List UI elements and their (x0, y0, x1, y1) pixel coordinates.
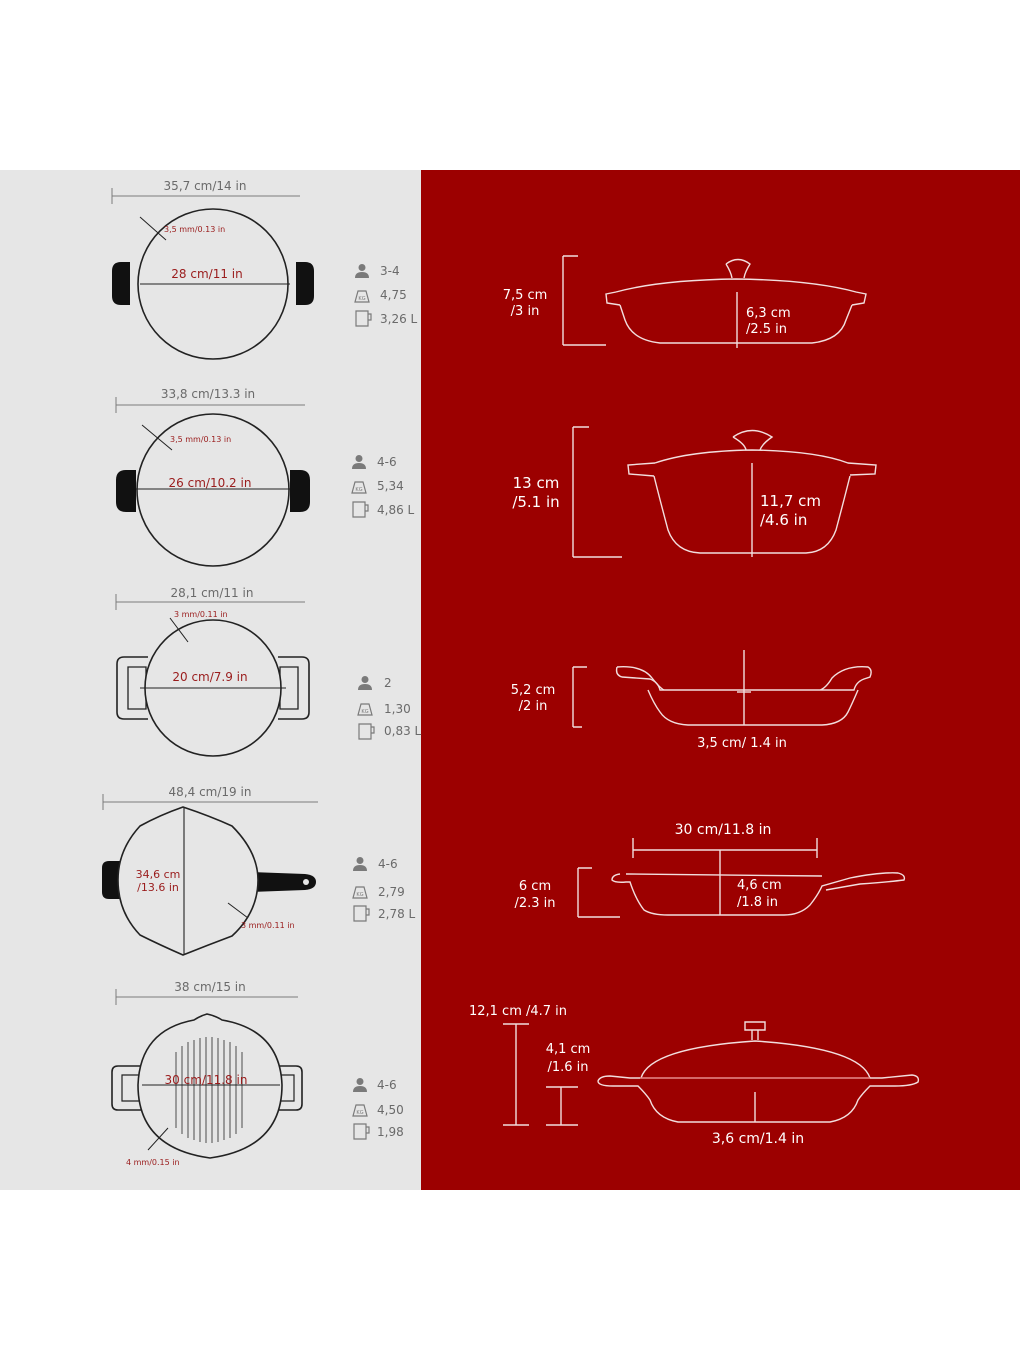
p3-width-label: 28,1 cm/11 in (171, 586, 254, 600)
svg-text:KG: KG (358, 296, 365, 302)
p3-volume: 0,83 L (384, 724, 422, 738)
p1-servings: 3-4 (380, 264, 400, 278)
p2-volume: 4,86 L (377, 503, 415, 517)
p4-diameter-in: /13.6 in (137, 881, 179, 894)
person-icon (353, 857, 367, 871)
kg-weight-icon: KG (352, 886, 368, 899)
p1-inner-height-in: /2.5 in (746, 322, 787, 337)
product-1-top-view: 35,7 cm/14 in 3,5 mm/0.13 in 28 cm/11 in (111, 179, 314, 360)
p1-weight: 4,75 (380, 288, 407, 302)
measuring-cup-icon (353, 1123, 370, 1140)
p4-inner-height-cm: 4,6 cm (737, 878, 782, 893)
p1-inner-height-cm: 6,3 cm (746, 306, 791, 321)
p1-total-height-in: /3 in (511, 304, 540, 319)
product-2-top-view: 33,8 cm/13.3 in 3,5 mm/0.13 in 26 cm/10.… (115, 387, 310, 567)
p5-diameter-label: 30 cm/11.8 in (165, 1073, 248, 1087)
product-2-side-view: 13 cm /5.1 in 11,7 cm /4.6 in (512, 426, 877, 558)
p4-weight: 2,79 (378, 885, 405, 899)
p4-total-height-cm: 6 cm (519, 879, 551, 894)
p5-total-height-label: 12,1 cm /4.7 in (469, 1004, 567, 1019)
p2-thickness-label: 3,5 mm/0.13 in (170, 435, 231, 444)
p3-weight: 1,30 (384, 702, 411, 716)
p4-total-height-in: /2.3 in (514, 896, 555, 911)
p4-width-label: 48,4 cm/19 in (169, 785, 252, 799)
p1-volume: 3,26 L (380, 312, 418, 326)
measuring-cup-icon (353, 905, 370, 922)
product-3-top-view: 28,1 cm/11 in 3 mm/0.11 in 20 cm/7.9 in (115, 586, 310, 757)
p3-total-height-cm: 5,2 cm (511, 683, 556, 698)
product-4-top-view: 48,4 cm/19 in 3 mm/0.11 in 34,6 cm /13.6… (102, 785, 318, 956)
kg-weight-icon: KG (351, 481, 367, 494)
p5-width-label: 38 cm/15 in (174, 980, 245, 994)
p4-diameter-cm: 34,6 cm (136, 868, 181, 881)
p4-thickness-label: 3 mm/0.11 in (241, 921, 295, 930)
person-icon (352, 455, 366, 469)
person-icon (355, 264, 369, 278)
product-4-specs: 4-6 KG 2,79 2,78 L (352, 857, 416, 922)
measuring-cup-icon (358, 723, 375, 740)
p2-inner-height-in: /4.6 in (760, 511, 807, 529)
product-1-specs: 3-4 KG 4,75 3,26 L (354, 264, 418, 327)
p3-diameter-label: 20 cm/7.9 in (172, 670, 247, 684)
product-1-side-view: 7,5 cm /3 in 6,3 cm /2.5 in (503, 255, 867, 348)
p5-thickness-label: 4 mm/0.15 in (126, 1158, 180, 1167)
product-2-specs: 4-6 KG 5,34 4,86 L (351, 455, 415, 518)
svg-text:KG: KG (361, 709, 368, 715)
svg-text:KG: KG (356, 892, 363, 898)
product-5-top-view: 38 cm/15 in 4 mm/0.15 in 30 cm/11.8 in (111, 980, 303, 1167)
p3-bottom-label: 3,5 cm/ 1.4 in (697, 736, 787, 751)
p4-volume: 2,78 L (378, 907, 416, 921)
product-4-side-view: 30 cm/11.8 in 6 cm /2.3 in 4,6 cm /1.8 i… (514, 822, 906, 918)
p2-servings: 4-6 (377, 455, 397, 469)
kg-weight-icon: KG (352, 1104, 368, 1117)
product-3-specs: 2 KG 1,30 0,83 L (357, 676, 422, 740)
p3-total-height-in: /2 in (519, 699, 548, 714)
p1-total-height-cm: 7,5 cm (503, 288, 548, 303)
p5-volume: 1,98 (377, 1125, 404, 1139)
p2-total-height-cm: 13 cm (513, 474, 560, 492)
p2-weight: 5,34 (377, 479, 404, 493)
product-5-specs: 4-6 KG 4,50 1,98 (352, 1078, 404, 1140)
kg-weight-icon: KG (357, 703, 373, 716)
measuring-cup-icon (355, 310, 372, 327)
p5-bottom-label: 3,6 cm/1.4 in (712, 1131, 804, 1147)
p5-servings: 4-6 (377, 1078, 397, 1092)
svg-text:KG: KG (356, 1110, 363, 1116)
p4-inner-height-in: /1.8 in (737, 895, 778, 910)
p5-lid-height-in: /1.6 in (547, 1060, 588, 1075)
p2-diameter-label: 26 cm/10.2 in (169, 476, 252, 490)
product-3-side-view: 5,2 cm /2 in 3,5 cm/ 1.4 in (511, 650, 872, 751)
person-icon (358, 676, 372, 690)
kg-weight-icon: KG (354, 290, 370, 303)
p3-servings: 2 (384, 676, 392, 690)
p1-width-label: 35,7 cm/14 in (164, 179, 247, 193)
p5-weight: 4,50 (377, 1103, 404, 1117)
p2-total-height-in: /5.1 in (512, 493, 559, 511)
svg-text:KG: KG (355, 487, 362, 493)
measuring-cup-icon (352, 501, 369, 518)
person-icon (353, 1078, 367, 1092)
p3-thickness-label: 3 mm/0.11 in (174, 610, 228, 619)
product-5-side-view: 12,1 cm /4.7 in 4,1 cm /1.6 in 3,6 cm/1.… (469, 1004, 920, 1147)
p5-lid-height-cm: 4,1 cm (546, 1042, 591, 1057)
p1-thickness-label: 3,5 mm/0.13 in (164, 225, 225, 234)
p2-width-label: 33,8 cm/13.3 in (161, 387, 255, 401)
p4-servings: 4-6 (378, 857, 398, 871)
p1-diameter-label: 28 cm/11 in (171, 267, 242, 281)
right-panel (421, 170, 1020, 1190)
p4-width-label-side: 30 cm/11.8 in (675, 822, 772, 838)
p2-inner-height-cm: 11,7 cm (760, 492, 821, 510)
